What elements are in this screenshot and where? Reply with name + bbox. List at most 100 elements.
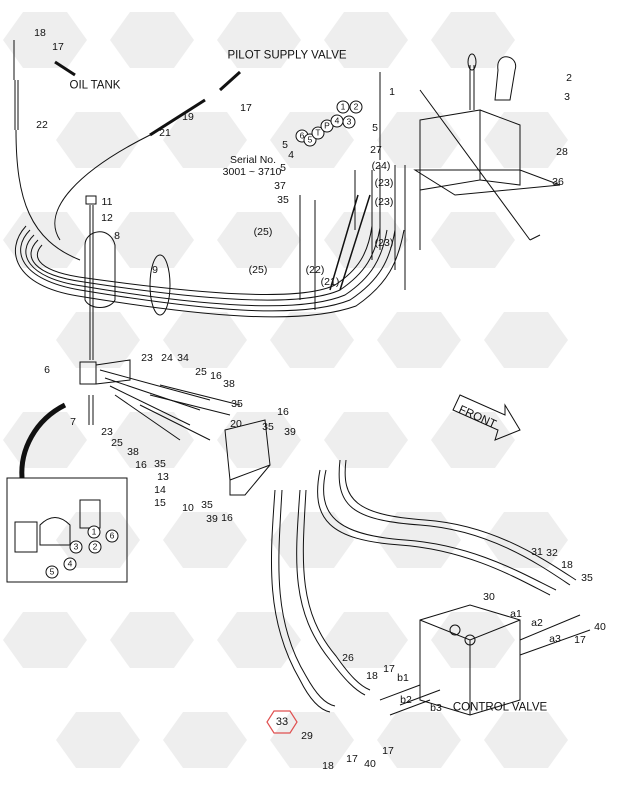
part-callout[interactable]: 40	[364, 757, 376, 770]
part-callout[interactable]: (23)	[374, 176, 394, 189]
inset-circle-label[interactable]: 1	[87, 525, 101, 539]
part-callout[interactable]: a1	[510, 607, 522, 620]
part-callout[interactable]: 2	[566, 71, 572, 84]
part-callout[interactable]: 18	[34, 26, 46, 39]
part-callout[interactable]: 35	[154, 457, 166, 470]
watermark-hexagon	[110, 12, 194, 68]
part-callout[interactable]: 26	[342, 651, 354, 664]
part-callout[interactable]: 17	[52, 40, 64, 53]
part-callout[interactable]: 15	[154, 496, 166, 509]
arrow-pilot-supply	[218, 70, 242, 92]
part-callout[interactable]: 35	[262, 420, 274, 433]
part-callout[interactable]: 30	[483, 590, 495, 603]
front-arrow	[452, 394, 521, 441]
part-callout[interactable]: 5	[372, 121, 378, 134]
part-callout[interactable]: 4	[288, 148, 294, 161]
part-callout[interactable]: 18	[366, 669, 378, 682]
part-callout[interactable]: (24)	[371, 159, 391, 172]
part-callout[interactable]: b2	[400, 693, 412, 706]
part-callout[interactable]: 32	[546, 546, 558, 559]
part-callout[interactable]: 8	[114, 229, 120, 242]
part-callout[interactable]: 13	[157, 470, 169, 483]
part-callout[interactable]: b1	[397, 671, 409, 684]
part-callout[interactable]: 29	[301, 729, 313, 742]
part-callout[interactable]: (21)	[320, 275, 340, 288]
part-callout[interactable]: (25)	[253, 225, 273, 238]
watermark-hexagon	[110, 212, 194, 268]
watermark-hexagon	[217, 412, 301, 468]
part-callout[interactable]: 35	[201, 498, 213, 511]
highlighted-part-33[interactable]: 33	[266, 710, 298, 734]
part-callout[interactable]: 28	[556, 145, 568, 158]
part-callout[interactable]: 10	[182, 501, 194, 514]
part-callout[interactable]: 34	[177, 351, 189, 364]
part-callout[interactable]: 39	[206, 512, 218, 525]
part-callout[interactable]: 17	[240, 101, 252, 114]
part-callout[interactable]: 18	[322, 759, 334, 772]
part-callout[interactable]: 12	[101, 211, 113, 224]
port-circle-label[interactable]: 1	[336, 100, 350, 114]
part-callout[interactable]: 11	[101, 195, 113, 208]
part-callout[interactable]: (25)	[248, 263, 268, 276]
part-callout[interactable]: (22)	[305, 263, 325, 276]
part-callout[interactable]: 9	[152, 263, 158, 276]
part-callout[interactable]: 35	[581, 571, 593, 584]
part-callout[interactable]: a3	[549, 632, 561, 645]
part-callout[interactable]: 3	[564, 90, 570, 103]
part-callout[interactable]: 20	[230, 417, 242, 430]
part-callout[interactable]: 17	[346, 752, 358, 765]
part-callout[interactable]: 36	[552, 175, 564, 188]
inset-circle-label[interactable]: 2	[88, 540, 102, 554]
part-callout[interactable]: 25	[195, 365, 207, 378]
part-callout[interactable]: 21	[159, 126, 171, 139]
watermark-hexagon	[270, 512, 354, 568]
watermark-hexagon	[3, 212, 87, 268]
part-callout[interactable]: (23)	[374, 195, 394, 208]
inset-circle-label[interactable]: 5	[45, 565, 59, 579]
part-callout[interactable]: b3	[430, 701, 442, 714]
inset-circle-label[interactable]: 3	[69, 540, 83, 554]
watermark-hexagon	[56, 512, 140, 568]
part-callout[interactable]: 14	[154, 483, 166, 496]
part-callout[interactable]: 22	[36, 118, 48, 131]
part-callout[interactable]: 5	[280, 161, 286, 174]
part-callout[interactable]: 17	[382, 744, 394, 757]
part-callout[interactable]: 16	[135, 458, 147, 471]
inset-circle-label[interactable]: 4	[63, 557, 77, 571]
part-callout[interactable]: 7	[70, 415, 76, 428]
part-callout[interactable]: 16	[210, 369, 222, 382]
part-callout[interactable]: 25	[111, 436, 123, 449]
part-callout[interactable]: 6	[44, 363, 50, 376]
watermark-hexagon	[431, 612, 515, 668]
part-callout[interactable]: 17	[383, 662, 395, 675]
watermark-hexagon	[56, 712, 140, 768]
part-callout[interactable]: 40	[594, 620, 606, 633]
part-callout[interactable]: 35	[277, 193, 289, 206]
watermark-hexagon	[163, 112, 247, 168]
part-callout[interactable]: 19	[182, 110, 194, 123]
part-callout[interactable]: 31	[531, 545, 543, 558]
part-callout[interactable]: 1	[389, 85, 395, 98]
watermark-hexagon	[324, 212, 408, 268]
port-circle-label[interactable]: 2	[349, 100, 363, 114]
part-callout[interactable]: 16	[221, 511, 233, 524]
part-callout[interactable]: 27	[370, 143, 382, 156]
part-callout[interactable]: 16	[277, 405, 289, 418]
part-callout[interactable]: 24	[161, 351, 173, 364]
part-callout[interactable]: 18	[561, 558, 573, 571]
port-circle-label[interactable]: 3	[342, 115, 356, 129]
watermark-hexagon	[3, 612, 87, 668]
part-callout[interactable]: 23	[101, 425, 113, 438]
inset-circle-label[interactable]: 6	[105, 529, 119, 543]
part-callout[interactable]: (23)	[374, 236, 394, 249]
part-callout[interactable]: 35	[231, 397, 243, 410]
part-callout[interactable]: 37	[274, 179, 286, 192]
part-callout[interactable]: 5	[282, 138, 288, 151]
part-callout[interactable]: 39	[284, 425, 296, 438]
part-callout[interactable]: 38	[223, 377, 235, 390]
part-callout[interactable]: 17	[574, 633, 586, 646]
part-callout[interactable]: 38	[127, 445, 139, 458]
part-callout[interactable]: 23	[141, 351, 153, 364]
part-callout[interactable]: a2	[531, 616, 543, 629]
